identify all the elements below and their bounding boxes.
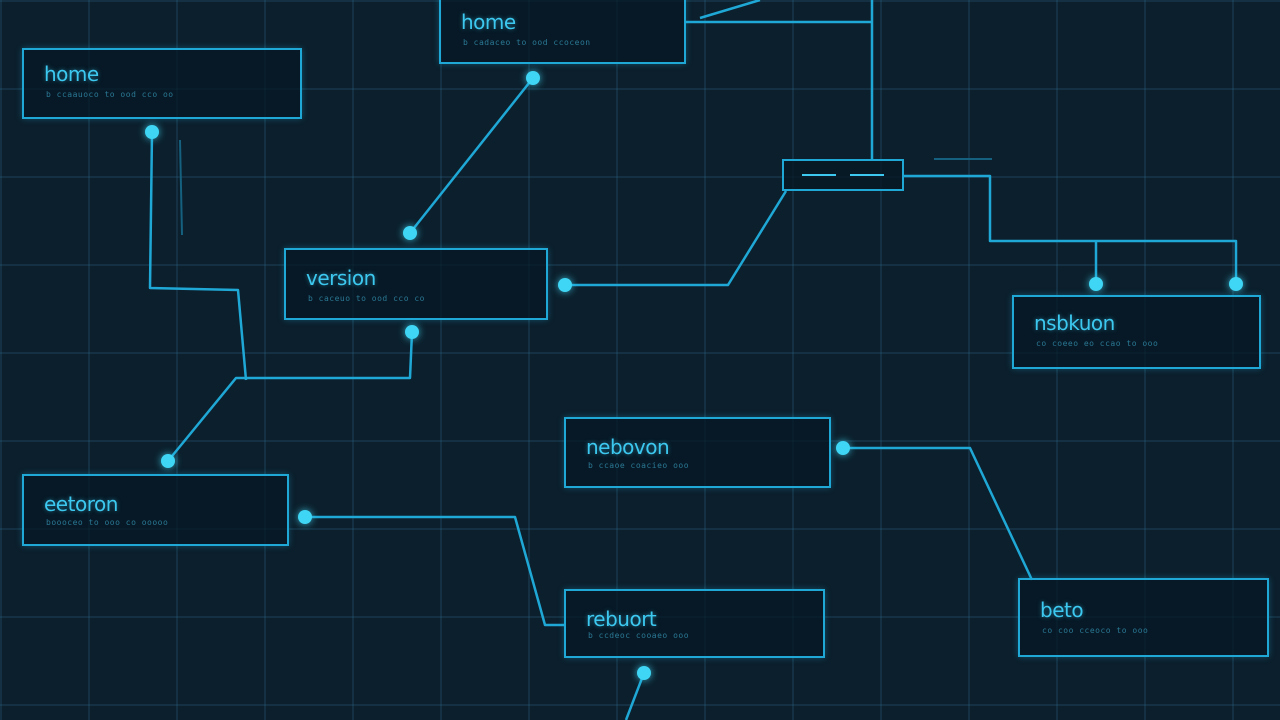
wire-rebuort-down <box>624 672 646 720</box>
node-title: rebuort <box>586 607 657 631</box>
wire-eetoron-to-rebuort <box>305 515 566 627</box>
node-title: beto <box>1040 598 1084 622</box>
wire-version-to-eetoron <box>167 331 414 462</box>
wire-home-left-trace <box>179 139 183 236</box>
switch-bar-icon <box>850 174 884 176</box>
node-rebuort[interactable]: rebuort b ccdeoc cooaeo ooo <box>564 589 825 658</box>
node-subtitle: co coo cceoco to ooo <box>1042 626 1149 635</box>
wire-version-to-home-top <box>409 77 534 234</box>
port-dot-nebovon-right[interactable] <box>836 441 850 455</box>
node-nebovon[interactable]: nebovon b ccaoe coacieo ooo <box>564 417 831 488</box>
node-title: home <box>44 62 99 86</box>
port-dot-version-top[interactable] <box>403 226 417 240</box>
switch-node[interactable] <box>782 159 904 191</box>
node-subtitle: b ccaauoco to ood cco oo <box>46 90 174 99</box>
node-beta[interactable]: beto co coo cceoco to ooo <box>1018 578 1269 657</box>
port-dot-version-bottom[interactable] <box>405 325 419 339</box>
port-dot-home-left-bottom[interactable] <box>145 125 159 139</box>
wire-home-top-to-switch <box>686 0 874 159</box>
wire-home-top-diagonal <box>699 0 761 20</box>
node-eetoron[interactable]: eetoron boooceo to ooo co ooooo <box>22 474 289 546</box>
node-subtitle: b ccdeoc cooaeo ooo <box>588 631 690 640</box>
wire-nebovon-to-beta <box>843 446 1034 581</box>
wire-switch-to-nsbkuon <box>904 174 1238 285</box>
node-subtitle: b cadaceo to ood ccoceon <box>463 38 591 47</box>
wire-home-left-to-version <box>148 131 248 381</box>
wire-version-to-switch <box>565 190 788 287</box>
node-title: eetoron <box>44 492 118 516</box>
port-dot-nsbkuon-left[interactable] <box>1089 277 1103 291</box>
node-home-top[interactable]: home b cadaceo to ood ccoceon <box>439 0 686 64</box>
node-title: version <box>306 266 376 290</box>
node-nsbkuon[interactable]: nsbkuon co coeeo eo ccao to ooo <box>1012 295 1261 369</box>
node-title: nebovon <box>586 435 670 459</box>
node-title: nsbkuon <box>1034 311 1115 335</box>
node-version[interactable]: version b caceuo to ood cco co <box>284 248 548 320</box>
port-dot-eetoron-right[interactable] <box>298 510 312 524</box>
node-subtitle: co coeeo eo ccao to ooo <box>1036 339 1159 348</box>
node-home-left[interactable]: home b ccaauoco to ood cco oo <box>22 48 302 119</box>
port-dot-version-right[interactable] <box>558 278 572 292</box>
port-dot-eetoron-top[interactable] <box>161 454 175 468</box>
port-dot-rebuort-bottom[interactable] <box>637 666 651 680</box>
port-dot-home-top-bottom[interactable] <box>526 71 540 85</box>
node-subtitle: b caceuo to ood cco co <box>308 294 425 303</box>
port-dot-nsbkuon-right[interactable] <box>1229 277 1243 291</box>
node-subtitle: boooceo to ooo co ooooo <box>46 518 169 527</box>
node-title: home <box>461 10 516 34</box>
node-subtitle: b ccaoe coacieo ooo <box>588 461 690 470</box>
switch-bar-icon <box>802 174 836 176</box>
